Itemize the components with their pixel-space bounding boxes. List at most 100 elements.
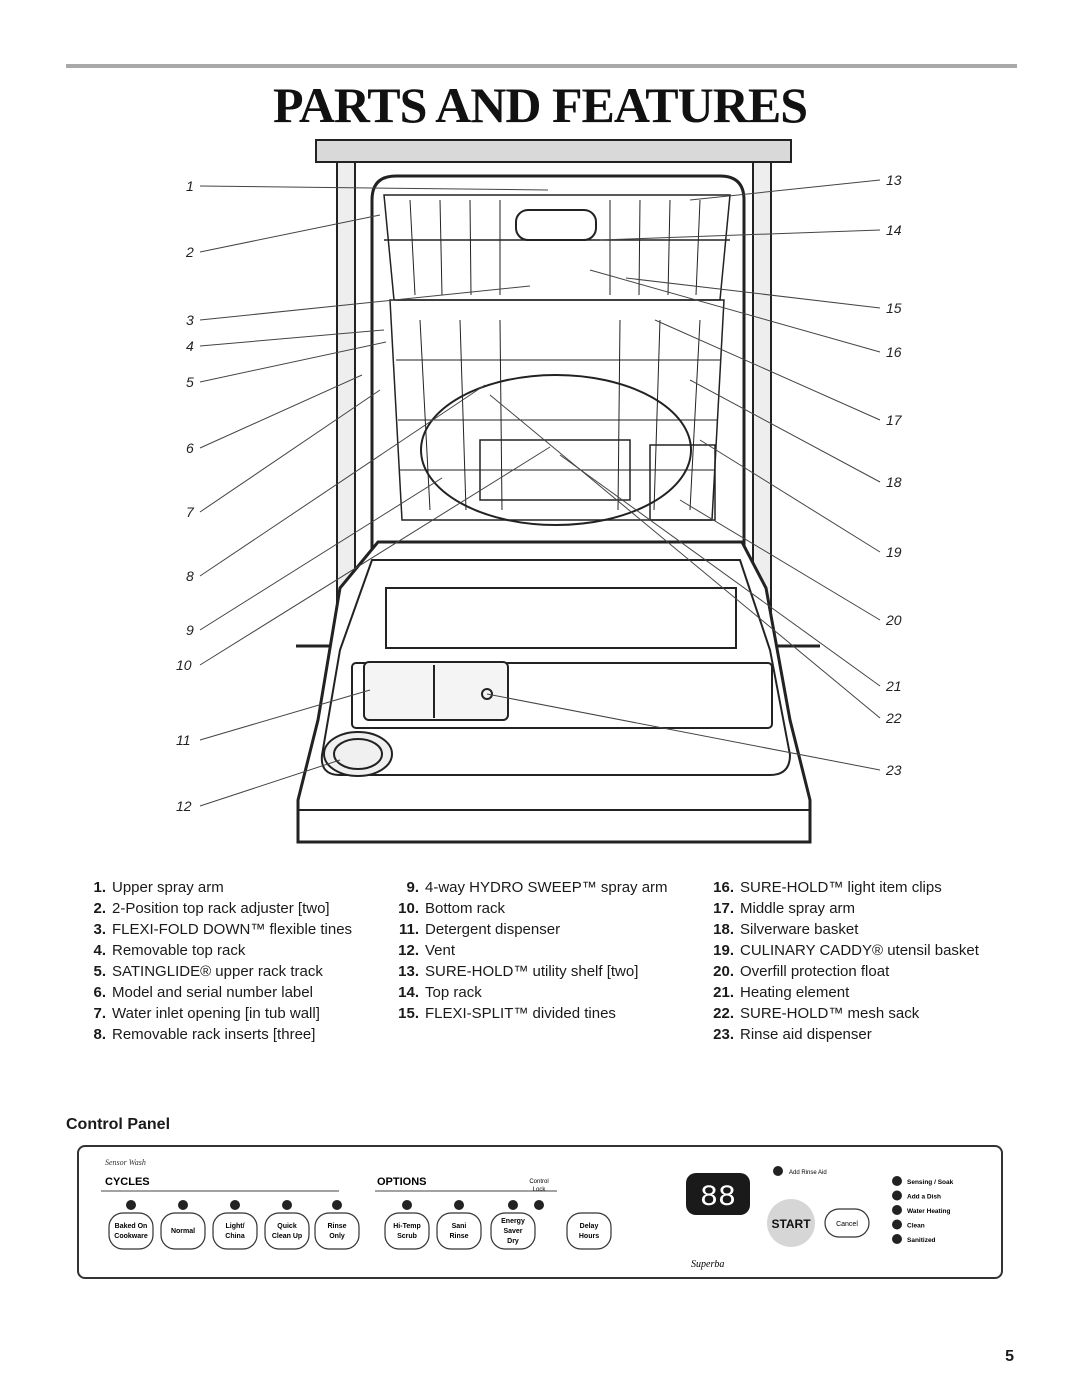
part-label: SURE-HOLD™ mesh sack <box>740 1005 920 1022</box>
part-label: Middle spray arm <box>740 900 856 917</box>
display-digits: 88 <box>700 1181 736 1215</box>
part-number: 12. <box>398 942 419 959</box>
part-item: 23.Rinse aid dispenser <box>708 1024 1008 1045</box>
cycle-normal-button[interactable] <box>160 1212 206 1250</box>
status-indicator <box>892 1219 902 1230</box>
part-number: 10. <box>398 900 419 917</box>
cancel-button[interactable] <box>824 1208 870 1238</box>
part-label: FLEXI-SPLIT™ divided tines <box>425 1005 616 1022</box>
part-item: 6.Model and serial number label <box>80 982 380 1003</box>
callout-8: 8 <box>186 568 194 584</box>
option-energy-saver-dry-label: Saver <box>503 1228 522 1235</box>
cycles-label: CYCLES <box>105 1176 150 1188</box>
part-label: Model and serial number label <box>112 984 313 1001</box>
callout-10: 10 <box>176 657 192 673</box>
part-number: 4. <box>93 942 106 959</box>
cycle-quick-clean-up-button[interactable] <box>264 1212 310 1250</box>
part-item: 4. Removable top rack <box>80 940 380 961</box>
part-number: 22. <box>713 1005 734 1022</box>
option-energy-saver-dry-label: Energy <box>501 1218 525 1225</box>
option-hi-temp-scrub-label: Hi-Temp <box>393 1223 420 1230</box>
part-label: Heating element <box>740 984 850 1001</box>
part-item: 15. FLEXI-SPLIT™ divided tines <box>393 1003 683 1024</box>
option-hi-temp-scrub-button[interactable] <box>384 1212 430 1250</box>
option-sani-rinse-indicator <box>454 1200 464 1210</box>
status-indicator <box>892 1234 902 1244</box>
status-label: Water Heating <box>907 1208 950 1215</box>
option-sani-rinse-button[interactable] <box>436 1212 482 1250</box>
part-number: 21. <box>713 984 734 1001</box>
part-label: Removable top rack <box>112 942 246 959</box>
part-item: 2.2-Position top rack adjuster [two] <box>80 898 380 919</box>
part-number: 7. <box>93 1005 106 1022</box>
callout-4: 4 <box>186 338 194 354</box>
status-label: Clean <box>907 1223 925 1230</box>
callout-18: 18 <box>886 474 902 490</box>
page-title: PARTS AND FEATURES <box>272 77 808 133</box>
options-label: OPTIONS <box>377 1176 427 1188</box>
part-number: 20. <box>713 963 734 980</box>
part-item: 18.Silverware basket <box>708 919 1008 940</box>
part-number: 8. <box>93 1026 106 1043</box>
cancel-label: Cancel <box>836 1221 858 1228</box>
cycle-light-china-button[interactable] <box>212 1212 258 1250</box>
start-button[interactable] <box>767 1199 815 1247</box>
status-indicator <box>892 1205 902 1215</box>
part-item: 12.Vent <box>393 940 683 961</box>
status-indicator <box>892 1190 902 1201</box>
start-label: START <box>771 1217 811 1231</box>
top-rule <box>66 64 1017 68</box>
sensor-wash-label: Sensor Wash <box>105 1158 146 1167</box>
cycle-quick-clean-up-label: Clean Up <box>272 1233 302 1240</box>
option-sani-rinse-label: Sani <box>452 1223 467 1230</box>
control-lock-label-2: Lock <box>533 1187 547 1193</box>
part-number: 23. <box>713 1026 734 1043</box>
part-label: SURE-HOLD™ utility shelf [two] <box>425 963 639 980</box>
cycle-rinse-only-button[interactable] <box>314 1212 360 1250</box>
part-number: 14. <box>398 984 419 1001</box>
part-number: 18. <box>713 921 734 938</box>
cycle-rinse-only-label: Rinse <box>327 1223 346 1230</box>
parts-list-col3: 16.SURE-HOLD™ light item clips 17. Middle … <box>708 877 1008 1045</box>
status-label: Sensing / Soak <box>907 1179 954 1186</box>
cycle-light-china-label: China <box>225 1233 245 1240</box>
part-number: 17. <box>713 900 734 917</box>
option-energy-saver-dry-button[interactable] <box>490 1212 536 1250</box>
part-item: 10.Bottom rack <box>393 898 683 919</box>
part-label: Top rack <box>425 984 482 1001</box>
part-item: 13.SURE-HOLD™ utility shelf [two] <box>393 961 683 982</box>
option-hi-temp-scrub-indicator <box>402 1200 412 1210</box>
part-item: 14. Top rack <box>393 982 683 1003</box>
callout-11: 11 <box>176 732 191 748</box>
option-energy-saver-dry-label: Dry <box>507 1238 519 1245</box>
part-item: 16.SURE-HOLD™ light item clips <box>708 877 1008 898</box>
part-number: 9. <box>406 879 419 896</box>
cycle-light-china-label: Light/ <box>225 1223 244 1230</box>
part-number: 2. <box>93 900 106 917</box>
part-item: 5.SATINGLIDE® upper rack track <box>80 961 380 982</box>
part-label: SATINGLIDE® upper rack track <box>112 963 323 980</box>
cycle-baked-on-cookware-button[interactable] <box>108 1212 154 1250</box>
part-item: 22. SURE-HOLD™ mesh sack <box>708 1003 1008 1024</box>
callout-12: 12 <box>176 798 192 814</box>
callout-1: 1 <box>186 178 194 194</box>
delay-hours-label: Hours <box>579 1233 599 1240</box>
cycle-normal-label: Normal <box>171 1228 195 1235</box>
add-rinse-aid-indicator <box>773 1166 783 1176</box>
control-lock-label-1: Control <box>529 1179 548 1185</box>
part-label: CULINARY CADDY® utensil basket <box>740 942 979 959</box>
part-item: 20.Overfill protection float <box>708 961 1008 982</box>
part-item: 17. Middle spray arm <box>708 898 1008 919</box>
callout-23: 23 <box>885 762 902 778</box>
callout-21: 21 <box>885 678 902 694</box>
delay-hours-button[interactable] <box>566 1212 612 1250</box>
cycle-baked-on-cookware-label: Cookware <box>114 1233 148 1240</box>
status-indicator <box>892 1176 902 1186</box>
part-number: 15. <box>398 1005 419 1022</box>
control-panel-graphic: Sensor Wash CYCLES OPTIONS Control Lock … <box>101 1158 954 1270</box>
part-item: 7.Water inlet opening [in tub wall] <box>80 1003 380 1024</box>
callout-13: 13 <box>886 172 902 188</box>
